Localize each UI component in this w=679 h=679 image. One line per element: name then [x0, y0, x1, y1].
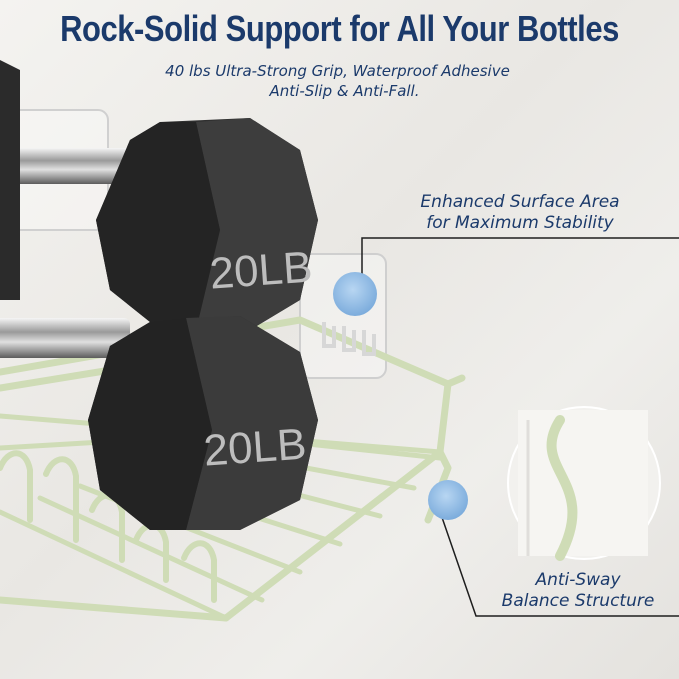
dumbbell-upper — [0, 60, 318, 330]
zoom-detail — [507, 406, 661, 561]
callout-sway-line1: Anti-Sway — [535, 570, 621, 590]
dumbbell-lower — [0, 316, 318, 530]
marker-anti-sway — [428, 480, 468, 520]
dumbbell-label-lower: 20LB — [202, 420, 308, 476]
callout-surface-area: Enhanced Surface Area for Maximum Stabil… — [386, 192, 654, 234]
callout-surface-line1: Enhanced Surface Area — [420, 192, 620, 212]
marker-surface-area — [333, 272, 377, 316]
adhesive-plate — [299, 253, 387, 379]
callout-surface-line2: for Maximum Stability — [426, 213, 614, 233]
dumbbell-label-upper: 20LB — [208, 243, 314, 299]
subheadline-line2: Anti-Slip & Anti-Fall. — [269, 82, 420, 100]
callout-anti-sway: Anti-Sway Balance Structure — [478, 570, 678, 612]
subheadline-line1: 40 lbs Ultra-Strong Grip, Waterproof Adh… — [165, 62, 510, 80]
mount-hooks — [322, 322, 376, 356]
headline: Rock-Solid Support for All Your Bottles — [60, 8, 619, 49]
callout-sway-line2: Balance Structure — [501, 591, 655, 611]
